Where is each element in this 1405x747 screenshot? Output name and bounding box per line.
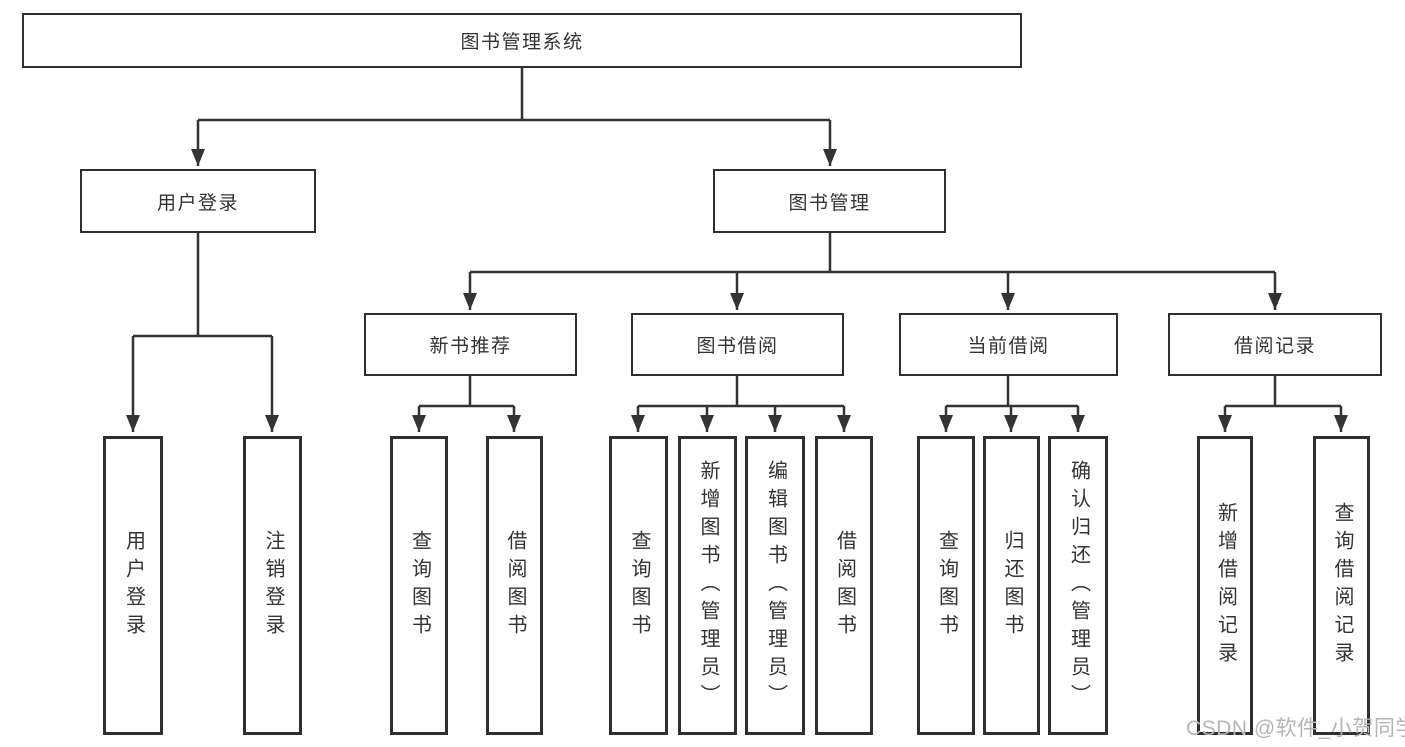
node-label: 用户登录 — [156, 192, 239, 214]
connector-root — [191, 68, 837, 166]
leaf-borrow-edit-books-admin: 编辑图书（管理员） — [745, 436, 805, 735]
leaf-label: 查询图书 — [408, 529, 431, 642]
leaf-current-return-books: 归还图书 — [983, 436, 1040, 735]
connector-book-management — [463, 233, 1282, 310]
leaf-label: 编辑图书（管理员） — [764, 459, 787, 712]
leaf-label: 查询图书 — [935, 529, 958, 642]
csdn-watermark: CSDN @软件_小贺同学 — [1186, 717, 1405, 740]
connector-user-login — [126, 233, 279, 432]
node-book-management: 图书管理 — [713, 169, 946, 233]
node-book-borrow: 图书借阅 — [631, 313, 844, 376]
connector-records — [1218, 376, 1348, 432]
leaf-label: 借阅图书 — [833, 529, 856, 642]
leaf-logout: 注销登录 — [243, 436, 302, 735]
node-borrow-records: 借阅记录 — [1168, 313, 1382, 376]
leaf-borrow-query-books: 查询图书 — [609, 436, 668, 735]
node-label: 图书管理 — [788, 192, 871, 214]
leaf-current-confirm-return-admin: 确认归还（管理员） — [1048, 436, 1108, 735]
leaf-label: 查询图书 — [628, 529, 650, 642]
node-label: 图书借阅 — [696, 336, 779, 357]
node-user-login: 用户登录 — [80, 169, 316, 233]
leaf-borrow-add-books-admin: 新增图书（管理员） — [678, 436, 737, 735]
leaf-user-login: 用户登录 — [103, 436, 163, 735]
node-new-book-recommend: 新书推荐 — [364, 313, 577, 376]
leaf-current-query-books: 查询图书 — [917, 436, 975, 735]
leaf-recommend-query-books: 查询图书 — [390, 436, 448, 735]
node-label: 借阅记录 — [1233, 336, 1316, 357]
connector-borrow — [631, 376, 851, 432]
leaf-label: 新增图书（管理员） — [697, 459, 719, 712]
leaf-borrow-borrow-books: 借阅图书 — [815, 436, 873, 735]
leaf-label: 用户登录 — [122, 529, 145, 642]
node-library-management-system: 图书管理系统 — [22, 13, 1022, 68]
leaf-label: 借阅图书 — [504, 529, 526, 642]
leaf-recommend-borrow-books: 借阅图书 — [486, 436, 543, 735]
connector-current — [939, 376, 1085, 432]
leaf-label: 查询借阅记录 — [1331, 501, 1353, 670]
connector-recommend — [412, 376, 521, 432]
leaf-label: 确认归还（管理员） — [1067, 459, 1090, 712]
node-label: 新书推荐 — [429, 336, 512, 357]
leaf-label: 归还图书 — [1001, 529, 1023, 642]
leaf-records-add-record: 新增借阅记录 — [1197, 436, 1253, 735]
leaf-records-query-record: 查询借阅记录 — [1313, 436, 1370, 735]
node-label: 图书管理系统 — [460, 32, 584, 53]
node-label: 当前借阅 — [967, 336, 1050, 357]
leaf-label: 注销登录 — [262, 529, 284, 642]
leaf-label: 新增借阅记录 — [1214, 501, 1237, 670]
node-current-borrow: 当前借阅 — [899, 313, 1118, 376]
